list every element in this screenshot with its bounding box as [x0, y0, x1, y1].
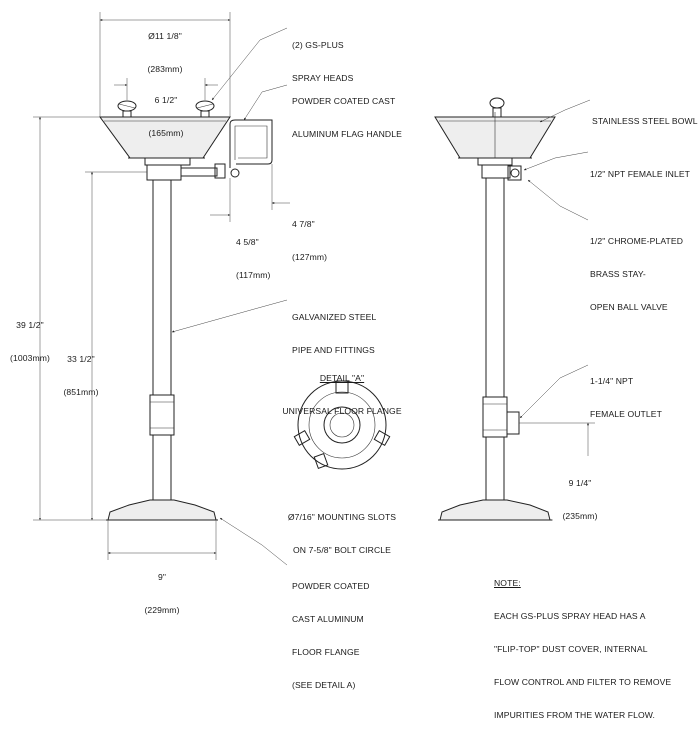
- eyewash-technical-drawing: [33, 12, 595, 566]
- flange-diameter-dimension: 9" (229mm): [144, 572, 180, 615]
- overall-height-dimension: 39 1/2" (1003mm): [10, 320, 50, 363]
- note-line: EACH GS-PLUS SPRAY HEAD HAS A: [494, 611, 646, 621]
- bowl-diameter-dimension: Ø11 1/8" (283mm): [147, 31, 183, 74]
- leader-lines: [171, 27, 591, 566]
- flag-handle-callout: POWDER COATED CAST ALUMINUM FLAG HANDLE: [292, 96, 402, 139]
- note-title: NOTE:: [494, 578, 521, 588]
- outlet-height-dimension: 9 1/4" (235mm): [553, 456, 607, 533]
- floor-flange-callout: POWDER COATED CAST ALUMINUM FLOOR FLANGE…: [292, 581, 370, 690]
- front-spray-head-right: [195, 100, 215, 118]
- bowl-callout: STAINLESS STEEL BOWL: [592, 116, 698, 126]
- dimension-lines: [33, 12, 595, 560]
- side-floor-flange: [438, 499, 552, 521]
- valve-callout: 1/2" CHROME-PLATED BRASS STAY- OPEN BALL…: [590, 236, 684, 312]
- front-floor-flange: [106, 499, 218, 521]
- detail-a-title: DETAIL "A" UNIVERSAL FLOOR FLANGE: [282, 373, 402, 416]
- note-line: FLOW CONTROL AND FILTER TO REMOVE: [494, 677, 672, 687]
- note-line: IMPURITIES FROM THE WATER FLOW.: [494, 710, 655, 720]
- side-spray-head: [489, 97, 505, 118]
- spray-heads-callout: (2) GS-PLUS SPRAY HEADS: [292, 40, 354, 83]
- front-pipe: [149, 180, 175, 500]
- inlet-callout: 1/2" NPT FEMALE INLET: [590, 169, 691, 179]
- front-view: [99, 100, 273, 521]
- front-flag-handle: [229, 119, 273, 168]
- detail-a-flange: [293, 380, 391, 470]
- note-line: "FLIP-TOP" DUST COVER, INTERNAL: [494, 644, 648, 654]
- inlet-height-dimension: 33 1/2" (851mm): [63, 354, 99, 397]
- detail-a-caption: Ø7/16" MOUNTING SLOTS ON 7-5/8" BOLT CIR…: [287, 512, 397, 555]
- note-block: NOTE: EACH GS-PLUS SPRAY HEAD HAS A "FLI…: [494, 556, 671, 732]
- front-inlet-valve: [146, 163, 240, 181]
- side-valve: [481, 164, 522, 181]
- inlet-offset-dimension: 4 5/8" (117mm): [236, 237, 271, 280]
- pipe-callout: GALVANIZED STEEL PIPE AND FITTINGS: [292, 312, 377, 355]
- side-pipe: [482, 178, 520, 500]
- side-view: [434, 97, 556, 521]
- front-bowl: [99, 116, 231, 166]
- outlet-callout: 1-1/4" NPT FEMALE OUTLET: [590, 376, 662, 419]
- head-spacing-dimension: 6 1/2" (165mm): [148, 95, 184, 138]
- front-spray-head-left: [117, 100, 137, 118]
- handle-offset-dimension: 4 7/8" (127mm): [292, 219, 328, 262]
- side-bowl: [434, 112, 556, 166]
